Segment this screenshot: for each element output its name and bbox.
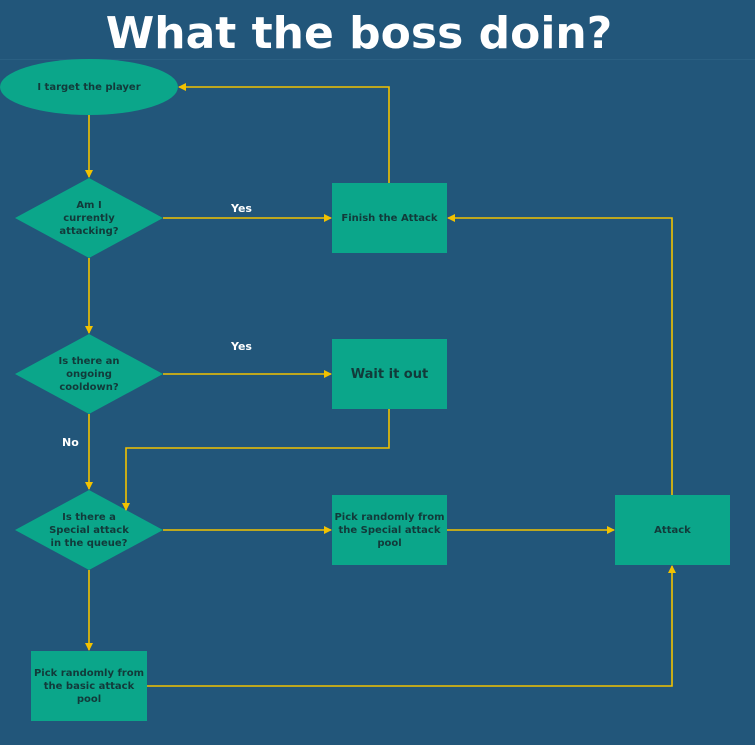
start-node-shape xyxy=(0,59,178,115)
connector-finish-to-start xyxy=(178,83,390,183)
diagram-title: What the boss doin? xyxy=(105,8,613,59)
connector-wait-to-special xyxy=(122,409,390,511)
edge-label-no-cooldown: No xyxy=(62,436,79,449)
pick-special-node: Pick randomly from the Special attack po… xyxy=(334,511,445,549)
finish-node-shape xyxy=(332,183,447,253)
decision-special: Is there a Special attack in the queue? xyxy=(49,511,129,549)
title-divider xyxy=(0,59,755,60)
decision-attacking: Am I currently attacking? xyxy=(59,199,119,237)
wait-node: Wait it out xyxy=(350,366,429,382)
attack-node: Attack xyxy=(654,524,691,536)
connector-attack-to-finish xyxy=(447,214,673,495)
wait-node-shape xyxy=(332,339,447,409)
pick-special-node-shape xyxy=(332,495,447,565)
decision-attacking-shape xyxy=(15,178,163,258)
connector-pick-basic-to-attack xyxy=(147,565,676,687)
start-node: I target the player xyxy=(37,81,141,93)
attack-node-shape xyxy=(615,495,730,565)
edge-label-yes-cooldown: Yes xyxy=(231,340,252,353)
edge-label-yes-attacking: Yes xyxy=(231,202,252,215)
finish-node: Finish the Attack xyxy=(341,212,438,224)
pick-basic-node-shape xyxy=(31,651,147,721)
pick-basic-node: Pick randomly from the basic attack pool xyxy=(33,667,145,705)
decision-cooldown-shape xyxy=(15,334,163,414)
decision-cooldown: Is there an ongoing cooldown? xyxy=(58,355,120,393)
